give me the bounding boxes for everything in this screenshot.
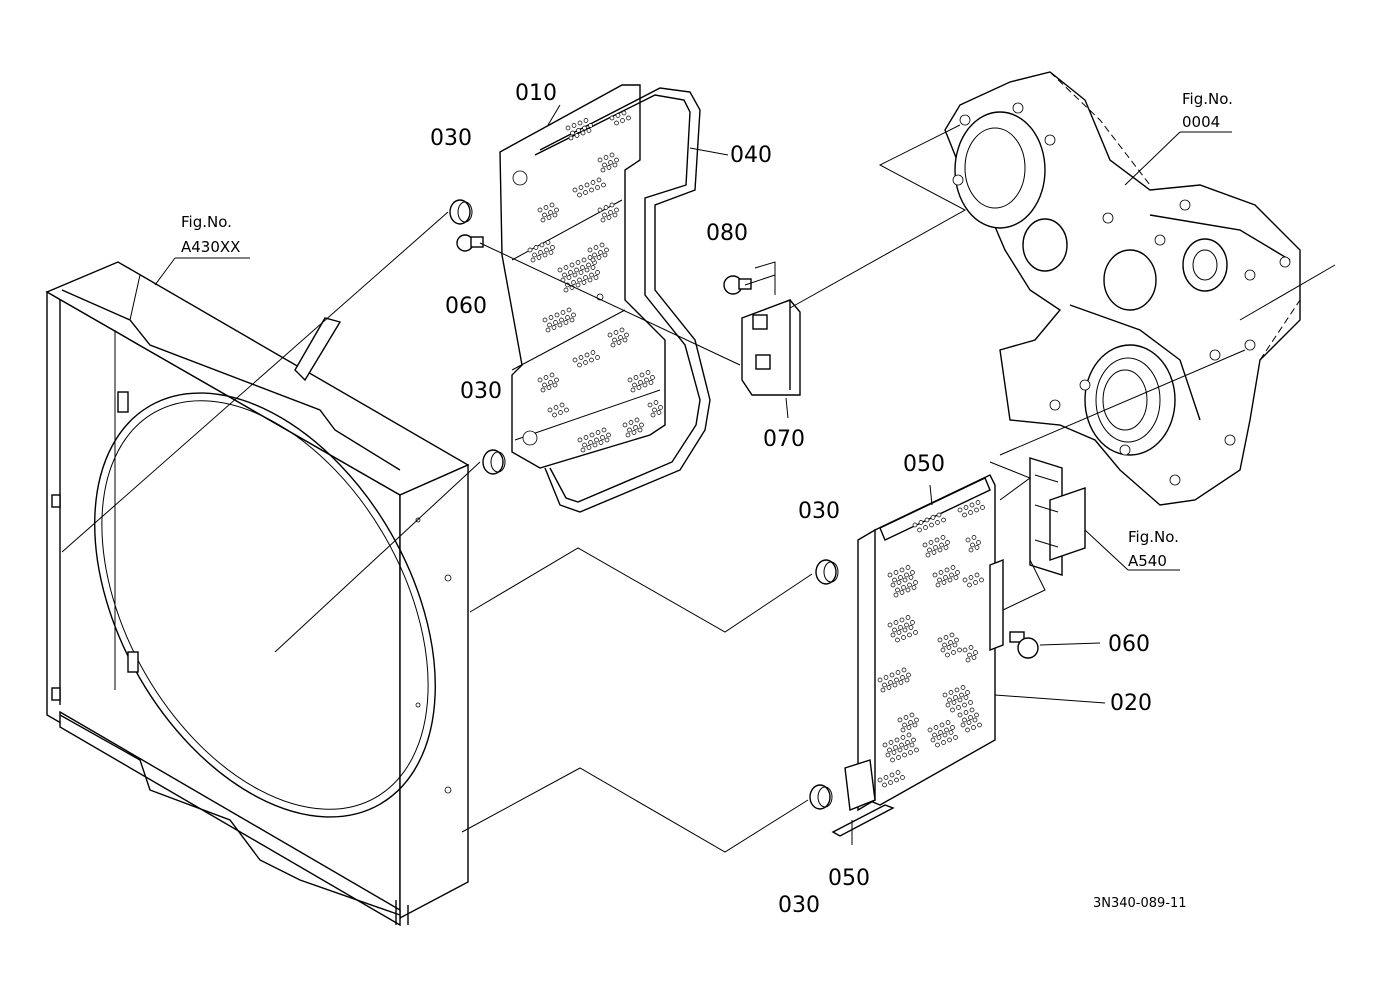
- callout-060-top: 060: [445, 294, 487, 319]
- perforation-pattern: [527, 110, 663, 453]
- fig-ref-a540-title: Fig.No.: [1128, 528, 1179, 546]
- callout-060-right: 060: [1108, 632, 1150, 657]
- callout-030-right: 030: [798, 499, 840, 524]
- assembly-lines: [61, 124, 1336, 853]
- grommet-030-mid: [482, 449, 506, 475]
- leader-lines: [154, 104, 1232, 845]
- callout-070: 070: [763, 427, 805, 452]
- fan-shroud: [45, 261, 470, 927]
- fig-ref-a430-title: Fig.No.: [181, 213, 232, 231]
- callout-040: 040: [730, 143, 772, 168]
- bracket-070: [741, 298, 801, 396]
- fig-ref-0004-title: Fig.No.: [1182, 90, 1233, 108]
- callout-010: 010: [515, 81, 557, 106]
- fig-ref-a430-number: A430XX: [181, 238, 240, 256]
- perforation-pattern: [877, 500, 985, 788]
- fig-ref-a540-number: A540: [1128, 552, 1167, 570]
- callout-080: 080: [706, 221, 748, 246]
- callout-020: 020: [1110, 691, 1152, 716]
- bolt-060-top: [456, 234, 484, 252]
- callout-030-bottom: 030: [778, 893, 820, 918]
- callout-030-mid: 030: [460, 379, 502, 404]
- grommet-030-right: [815, 559, 839, 585]
- gear-case: [944, 71, 1301, 506]
- grommet-030-top: [449, 199, 473, 225]
- bolt-080: [723, 275, 752, 295]
- callout-050-bottom: 050: [828, 866, 870, 891]
- fig-ref-0004-number: 0004: [1182, 113, 1220, 131]
- lower-baffle-plate: [831, 474, 1004, 837]
- grommet-030-bottom: [809, 784, 833, 810]
- bolt-060-right: [1009, 631, 1039, 659]
- callout-030-top: 030: [430, 126, 472, 151]
- upper-baffle-plate: [499, 84, 711, 513]
- drawing-code: 3N340-089-11: [1093, 896, 1187, 911]
- callout-050-top: 050: [903, 452, 945, 477]
- bracket-a540: [1029, 457, 1086, 576]
